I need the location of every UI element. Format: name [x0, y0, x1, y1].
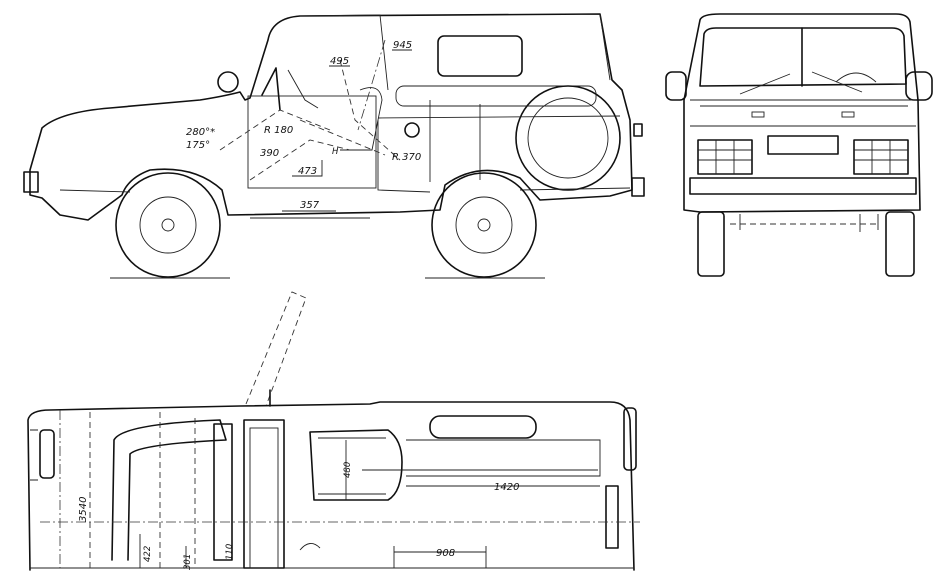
- side-roof-seam: [299, 14, 389, 91]
- dim-r180: R 180: [264, 125, 293, 136]
- dim-3540: 3540: [78, 497, 89, 522]
- dim-945: 945: [393, 40, 412, 51]
- spare-wheel: [515, 85, 621, 191]
- front-view: [665, 13, 933, 277]
- open-door: [245, 291, 307, 407]
- side-body-outline: [29, 13, 633, 221]
- top-rear-spare: [623, 407, 637, 471]
- side-bench: [395, 85, 597, 107]
- rear-wheel: [431, 172, 537, 278]
- dim-175: 175°: [186, 140, 210, 151]
- license-plate: [767, 135, 839, 155]
- front-tyre-right: [885, 211, 915, 277]
- dim-473: 473: [298, 166, 317, 177]
- rear-bench-top: [429, 415, 537, 439]
- dim-480: 480: [343, 462, 353, 478]
- dim-h: H: [332, 147, 339, 157]
- dim-390: 390: [260, 148, 279, 159]
- front-seat: [309, 429, 403, 501]
- front-mirror-right: [905, 71, 933, 101]
- front-wheel: [115, 172, 221, 278]
- dim-301: 301: [183, 554, 193, 570]
- top-rear-light: [605, 485, 619, 549]
- front-bumper: [23, 171, 39, 193]
- headlight-left: [697, 139, 753, 175]
- side-view: 945 495 280°* 175° R 180 390 H 473 R 370…: [23, 13, 645, 279]
- dim-908: 908: [436, 548, 455, 559]
- front-body-outline: [683, 13, 921, 213]
- dim-110: 110: [225, 544, 235, 560]
- dim-422: 422: [143, 546, 153, 562]
- dim-495: 495: [330, 56, 349, 67]
- front-tyre-left: [697, 211, 725, 277]
- side-door: [247, 95, 377, 189]
- dim-280: 280°*: [186, 127, 215, 138]
- dim-1420: 1420: [494, 482, 519, 493]
- dim-r370: R 370: [392, 152, 421, 163]
- steering-wheel: [287, 69, 319, 109]
- top-body-outline: [27, 401, 635, 571]
- lock-icon: [404, 122, 420, 138]
- top-front-bumper: [39, 429, 55, 479]
- side-mirror: [217, 71, 239, 93]
- side-rear-window: [437, 35, 523, 77]
- front-mirror-left: [665, 71, 687, 101]
- headlight-right: [853, 139, 909, 175]
- front-windshield: [699, 27, 907, 87]
- rear-bumper: [631, 177, 645, 197]
- dim-357: 357: [300, 200, 320, 211]
- front-bumper-front: [689, 177, 917, 195]
- top-view: 480 1420 3540 908 422 301 110: [27, 291, 640, 571]
